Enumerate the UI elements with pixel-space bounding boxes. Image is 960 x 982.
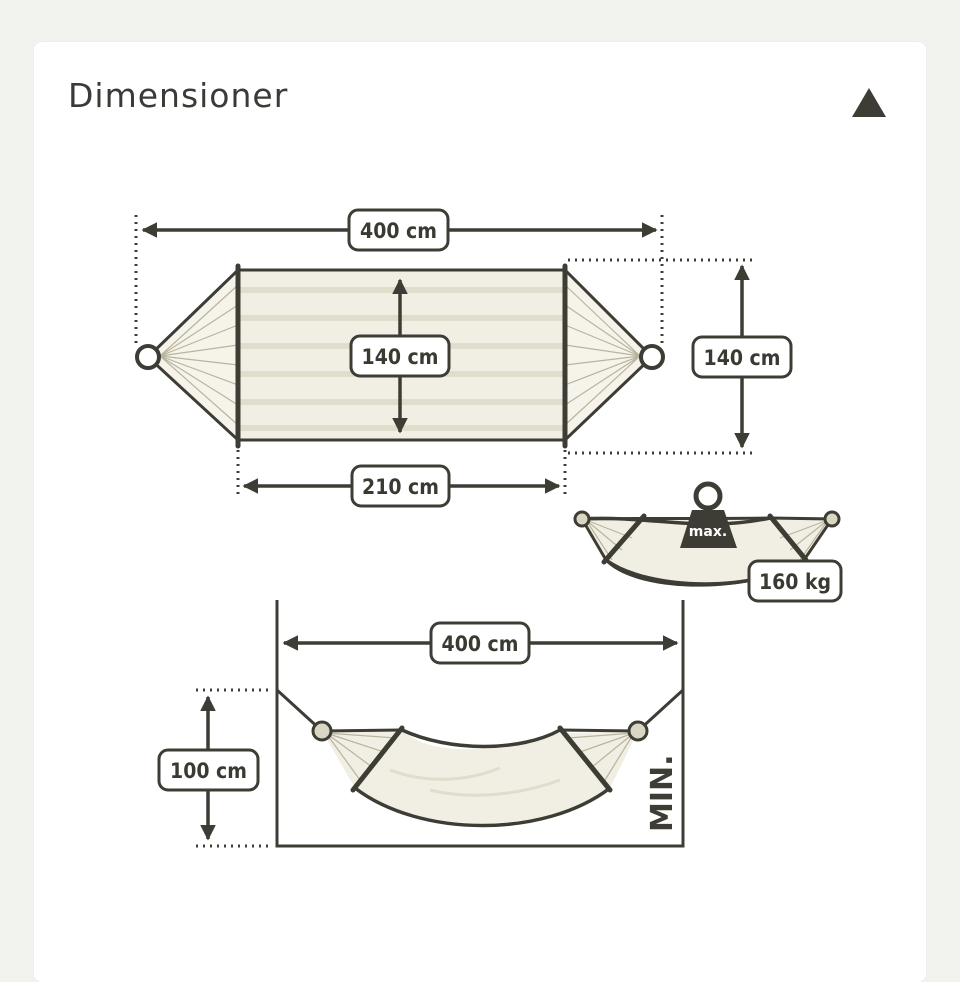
svg-text:100 cm: 100 cm: [170, 759, 247, 783]
section-title: Dimensioner: [68, 76, 289, 115]
svg-text:400 cm: 400 cm: [360, 219, 437, 243]
total-length-label: 400 cm: [347, 208, 450, 252]
min-label: MIN.: [645, 754, 680, 832]
bed-width-label: 140 cm: [349, 334, 451, 378]
svg-text:400 cm: 400 cm: [442, 632, 519, 656]
min-distance-label: 400 cm: [429, 621, 531, 665]
max-weight-label: 160 kg: [747, 559, 843, 603]
min-height-label: 100 cm: [157, 748, 260, 792]
max-label: max.: [689, 524, 727, 540]
svg-text:210 cm: 210 cm: [362, 475, 439, 499]
svg-text:160 kg: 160 kg: [759, 570, 831, 594]
svg-text:140 cm: 140 cm: [704, 346, 781, 370]
collapse-triangle-icon[interactable]: [852, 88, 886, 117]
svg-text:140 cm: 140 cm: [362, 345, 439, 369]
hanging-hammock: [275, 600, 685, 848]
total-width-label: 140 cm: [691, 335, 793, 379]
top-view-guides: [134, 215, 756, 497]
bed-length-label: 210 cm: [350, 464, 451, 508]
hang-view-guides: [196, 688, 272, 848]
weight-icon: max.: [680, 481, 737, 548]
